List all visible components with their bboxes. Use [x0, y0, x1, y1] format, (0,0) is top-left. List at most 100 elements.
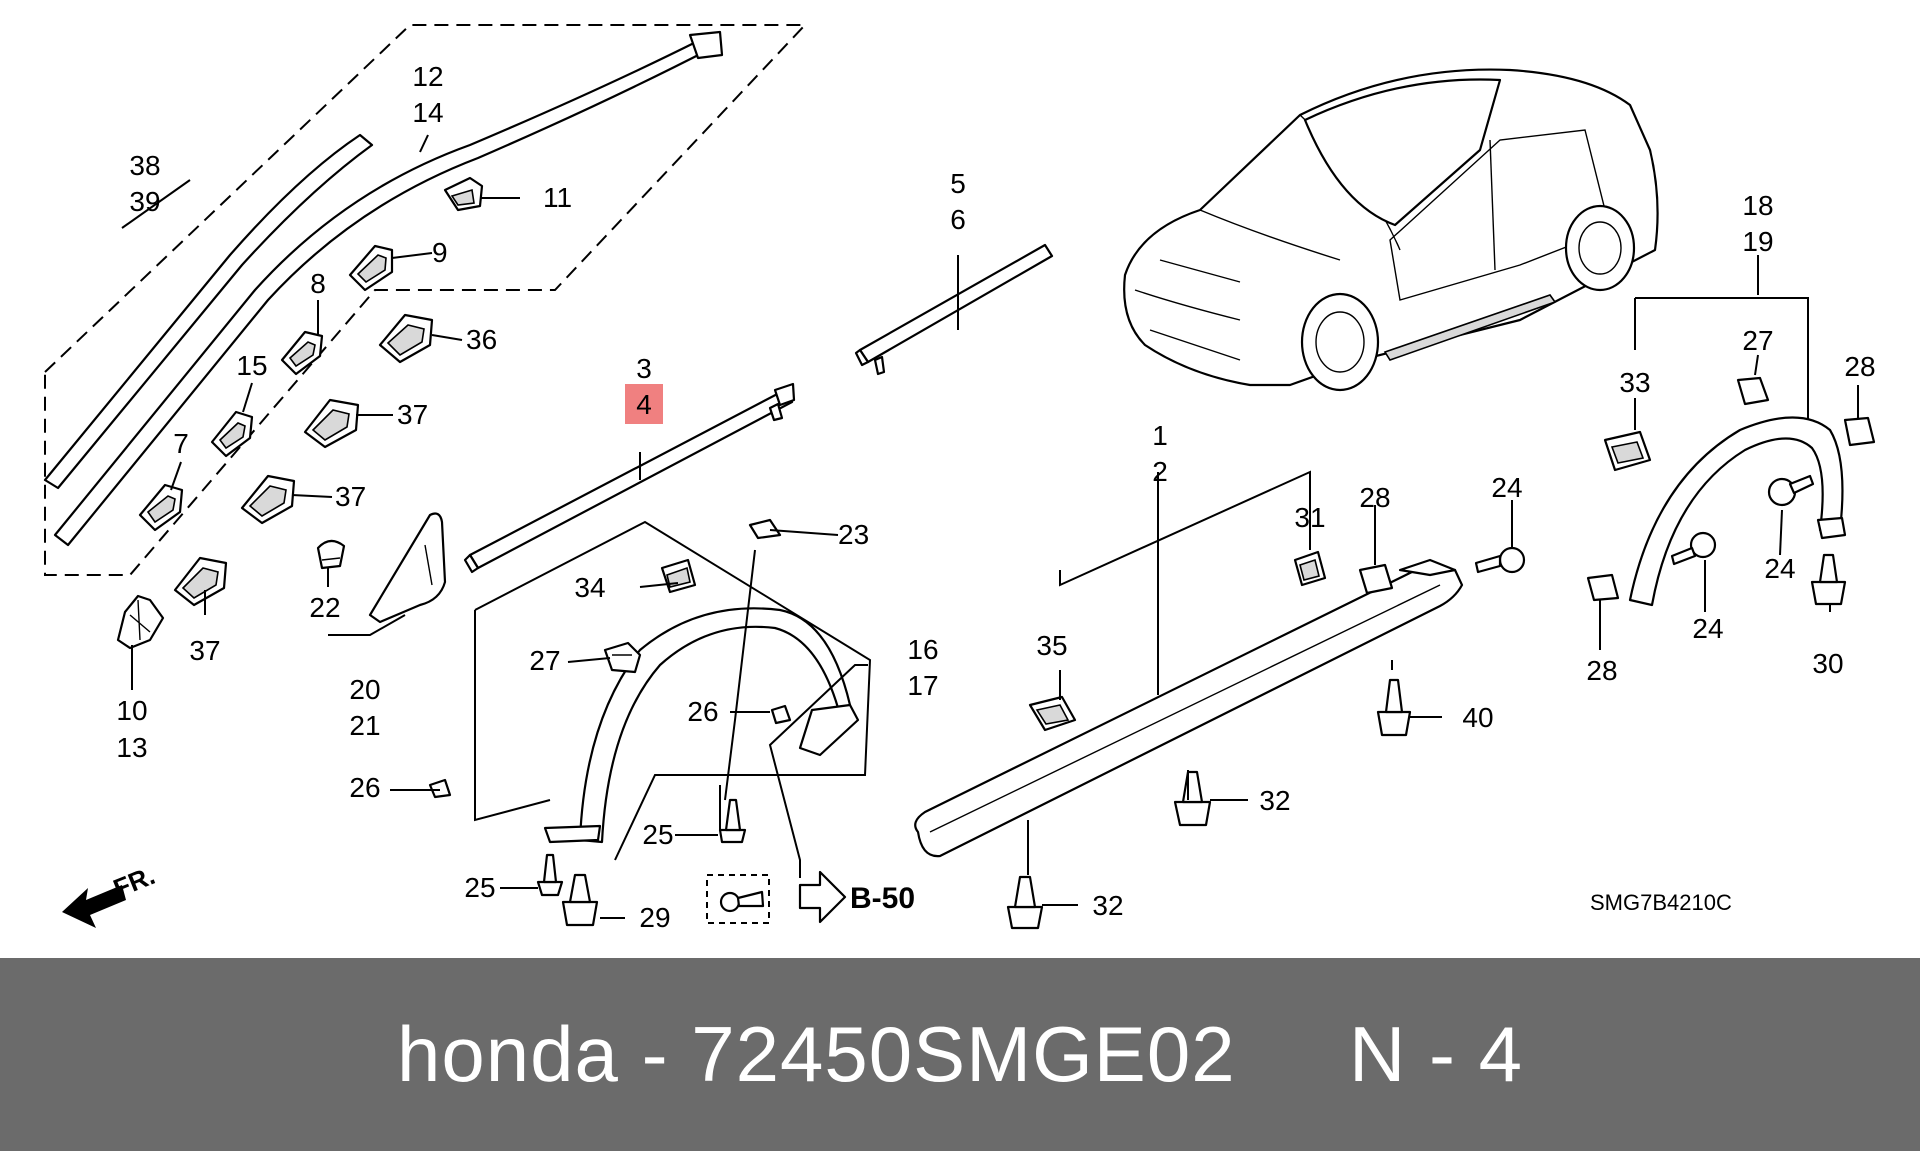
clip-28-sill [1358, 563, 1394, 595]
clip-34 [660, 558, 697, 594]
reference-b50: B-50 [850, 882, 915, 915]
screw-24-rear-upper [1767, 474, 1815, 507]
car-illustration [1123, 68, 1659, 392]
callout-16: 16 [907, 634, 938, 665]
callout-37-b: 37 [335, 481, 366, 512]
callout-3: 3 [636, 353, 652, 384]
reference-arrow-icon [798, 870, 847, 924]
front-direction-arrow-icon: FR. [62, 860, 159, 928]
callout-18: 18 [1742, 190, 1773, 221]
callout-5: 5 [950, 168, 966, 199]
callout-19: 19 [1742, 226, 1773, 257]
screw-24-rear-lower [1670, 531, 1717, 566]
callout-labels: 38 39 12 14 11 9 8 15 7 36 37 37 37 10 1… [116, 61, 1875, 933]
screw-b50-box [706, 874, 770, 924]
clip-37-c [173, 556, 228, 607]
callout-7: 7 [173, 428, 189, 459]
callout-9: 9 [432, 237, 448, 268]
callout-35: 35 [1036, 630, 1067, 661]
callout-31: 31 [1294, 502, 1325, 533]
clip-23 [748, 518, 782, 540]
clip-27-front [603, 641, 642, 674]
clip-28-rear-left [1586, 573, 1620, 602]
clip-10-13 [116, 594, 165, 650]
callout-27-rear: 27 [1742, 325, 1773, 356]
callout-37-c: 37 [189, 635, 220, 666]
clip-35 [1028, 695, 1077, 732]
callout-12: 12 [412, 61, 443, 92]
callout-8: 8 [310, 268, 326, 299]
callout-40: 40 [1462, 702, 1493, 733]
clip-37-b [240, 474, 296, 525]
clip-15 [210, 410, 254, 458]
callout-14: 14 [412, 97, 443, 128]
callout-23: 23 [838, 519, 869, 550]
clip-22 [316, 539, 346, 570]
callout-4: 4 [636, 389, 652, 420]
clip-40 [1376, 678, 1412, 737]
callout-39: 39 [129, 186, 160, 217]
callout-37-a: 37 [397, 399, 428, 430]
clip-33 [1603, 430, 1652, 472]
nut-26-lower [428, 778, 452, 799]
callout-13: 13 [116, 732, 147, 763]
callout-22: 22 [309, 592, 340, 623]
callout-10: 10 [116, 695, 147, 726]
screw-25-lower [536, 853, 564, 897]
clip-28-rear-right [1843, 416, 1876, 447]
footer-bar: honda - 72450SMGE02 N - 4 [0, 958, 1920, 1151]
callout-6: 6 [950, 204, 966, 235]
clip-31 [1293, 550, 1327, 587]
callout-28-sill: 28 [1359, 482, 1390, 513]
callout-21: 21 [349, 710, 380, 741]
callout-2: 2 [1152, 456, 1168, 487]
callout-34: 34 [574, 572, 605, 603]
clip-32-lower [1006, 875, 1044, 930]
callout-25-upper: 25 [642, 819, 673, 850]
nut-26-upper [770, 704, 792, 725]
screw-25-upper [718, 798, 747, 844]
callout-20: 20 [349, 674, 380, 705]
leader-lines [121, 134, 1859, 919]
callout-38: 38 [129, 150, 160, 181]
front-arch-group-outline [474, 520, 872, 861]
clip-8 [280, 330, 324, 376]
clip-11 [443, 176, 484, 212]
callout-30: 30 [1812, 648, 1843, 679]
clip-36 [378, 313, 434, 364]
part-18-19-rear-arch [1628, 416, 1847, 607]
callout-28-rear-left: 28 [1586, 655, 1617, 686]
callout-11: 11 [543, 182, 572, 213]
callout-15: 15 [236, 350, 267, 381]
callout-25-lower: 25 [464, 872, 495, 903]
callout-33: 33 [1619, 367, 1650, 398]
callout-24-rear-lower: 24 [1692, 613, 1723, 644]
callout-17: 17 [907, 670, 938, 701]
clip-32-upper [1173, 770, 1212, 827]
callout-29: 29 [639, 902, 670, 933]
clip-7 [138, 483, 184, 532]
callout-24-sill: 24 [1491, 472, 1522, 503]
callout-26-upper: 26 [687, 696, 718, 727]
part-5-6-molding [854, 243, 1054, 376]
callout-28-rear-right: 28 [1844, 351, 1875, 382]
clip-37-a [303, 398, 360, 449]
clip-9 [348, 244, 394, 292]
part-38-39-molding [43, 133, 374, 490]
parts-diagram: 38 39 12 14 11 9 8 15 7 36 37 37 37 10 1… [43, 24, 1876, 933]
highlight-part-4 [625, 384, 663, 424]
clip-27-rear [1736, 376, 1770, 406]
callout-32-lower: 32 [1092, 890, 1123, 921]
callout-1: 1 [1152, 420, 1168, 451]
part-number-title: honda - 72450SMGE02 N - 4 [397, 1010, 1523, 1098]
callout-32-upper: 32 [1259, 785, 1290, 816]
callout-26-lower: 26 [349, 772, 380, 803]
window-molding-group-outline [44, 24, 808, 576]
part-20-21-garnish [368, 512, 447, 624]
callout-36: 36 [466, 324, 497, 355]
clip-30 [1810, 553, 1847, 606]
callout-27-front: 27 [529, 645, 560, 676]
screw-24-sill [1474, 546, 1526, 574]
part-12-14-roof-molding [53, 30, 724, 547]
